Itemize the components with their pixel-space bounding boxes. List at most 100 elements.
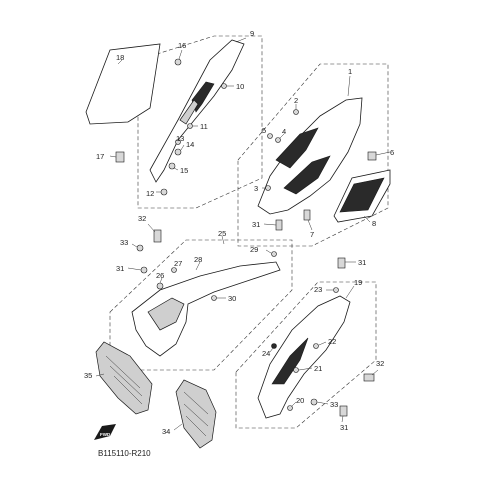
leader-4 — [279, 133, 285, 139]
bolt-17 — [115, 151, 125, 163]
callout-3: 3 — [254, 184, 258, 193]
callout-31-bottom: 31 — [340, 423, 348, 432]
bolt-31-center — [275, 219, 283, 231]
callout-8: 8 — [372, 219, 376, 228]
part-34-lower-panel — [175, 379, 217, 449]
leader-34 — [173, 423, 183, 431]
part-35-cover-ribs — [105, 355, 143, 405]
leader-35 — [95, 373, 105, 377]
collar-22 — [313, 343, 319, 349]
leader-15 — [173, 167, 179, 171]
leader-33-upper — [131, 243, 138, 248]
collar-4 — [275, 137, 281, 143]
callout-5: 5 — [262, 126, 266, 135]
callout-31-center: 31 — [252, 220, 260, 229]
callout-22: 22 — [328, 337, 336, 346]
washer-11 — [187, 123, 193, 129]
callout-19: 19 — [354, 278, 362, 287]
callout-4: 4 — [282, 127, 286, 136]
group-box-upper-left — [137, 35, 263, 209]
callout-33-lower: 33 — [330, 400, 338, 409]
leader-1 — [347, 75, 351, 97]
part-18-number-plate — [85, 43, 161, 125]
bolt-31-top-right — [337, 257, 346, 269]
nut-15 — [168, 162, 176, 170]
leader-29 — [265, 249, 272, 254]
callout-32-upper: 32 — [138, 214, 146, 223]
leader-32-lower — [371, 369, 379, 376]
callout-18: 18 — [116, 53, 124, 62]
callout-6: 6 — [390, 148, 394, 157]
callout-9: 9 — [250, 29, 254, 38]
leader-19 — [345, 285, 355, 299]
part-1-shroud-graphic — [275, 127, 319, 169]
leader-31-left — [127, 267, 142, 271]
part-1-shroud-graphic-lower — [283, 155, 331, 195]
bolt-32-upper — [153, 229, 162, 243]
washer-10 — [221, 83, 227, 89]
leader-21 — [298, 367, 313, 371]
washer-24 — [271, 343, 277, 349]
group-box-lower-right — [235, 281, 377, 429]
leader-24 — [269, 347, 274, 353]
leader-7 — [307, 219, 313, 231]
callout-30: 30 — [228, 294, 236, 303]
leader-20 — [291, 401, 297, 407]
grommet-33-lower — [310, 398, 318, 406]
leader-8 — [363, 215, 371, 223]
callout-24: 24 — [262, 349, 270, 358]
part-9-shroud-stripe — [179, 99, 199, 125]
leader-33-lower — [316, 401, 329, 405]
callout-20: 20 — [296, 396, 304, 405]
callout-7: 7 — [310, 230, 314, 239]
nut-29 — [271, 251, 277, 257]
callout-31-left: 31 — [116, 264, 124, 273]
callout-32-lower: 32 — [376, 359, 384, 368]
callout-26: 26 — [156, 271, 164, 280]
callout-33-upper: 33 — [120, 238, 128, 247]
part-25-bracket-detail — [147, 297, 185, 331]
bolt-7 — [303, 209, 311, 221]
callout-1: 1 — [348, 67, 352, 76]
svg-text:FWD: FWD — [100, 432, 111, 437]
part-8-decal-inner — [339, 177, 385, 213]
leader-28 — [195, 261, 201, 271]
leader-22 — [318, 341, 327, 346]
leader-17 — [109, 155, 117, 158]
group-box-upper-right — [237, 63, 389, 247]
callout-14: 14 — [186, 140, 194, 149]
washer-5 — [267, 133, 273, 139]
grommet-33-upper — [136, 244, 144, 252]
leader-16 — [178, 49, 183, 60]
callout-35: 35 — [84, 371, 92, 380]
part-19-side-cover — [257, 295, 351, 419]
leader-9 — [235, 37, 247, 43]
leader-25 — [221, 235, 225, 245]
callout-15: 15 — [180, 166, 188, 175]
part-19-cover-graphic — [271, 337, 309, 385]
part-34-panel-ribs — [183, 391, 209, 437]
callout-28: 28 — [194, 255, 202, 264]
collar-20 — [287, 405, 293, 411]
collar-26 — [156, 282, 164, 290]
callout-2: 2 — [294, 96, 298, 105]
diagram-code: B115110-R210 — [98, 449, 151, 458]
callout-25: 25 — [218, 229, 226, 238]
callout-21: 21 — [314, 364, 322, 373]
leader-32-upper — [147, 223, 156, 233]
leader-18 — [117, 59, 123, 65]
callout-34: 34 — [162, 427, 170, 436]
bolt-3 — [265, 185, 271, 191]
grommet-23 — [333, 287, 339, 293]
bolt-6 — [367, 151, 377, 161]
callout-16: 16 — [178, 41, 186, 50]
bolt-16 — [174, 58, 182, 66]
callout-13: 13 — [176, 134, 184, 143]
callout-17: 17 — [96, 152, 104, 161]
collar-14 — [174, 148, 182, 156]
leader-31-bottom — [341, 415, 344, 423]
part-35-air-filter-cover — [95, 341, 153, 415]
callout-27: 27 — [174, 259, 182, 268]
leader-31-center — [263, 223, 277, 226]
